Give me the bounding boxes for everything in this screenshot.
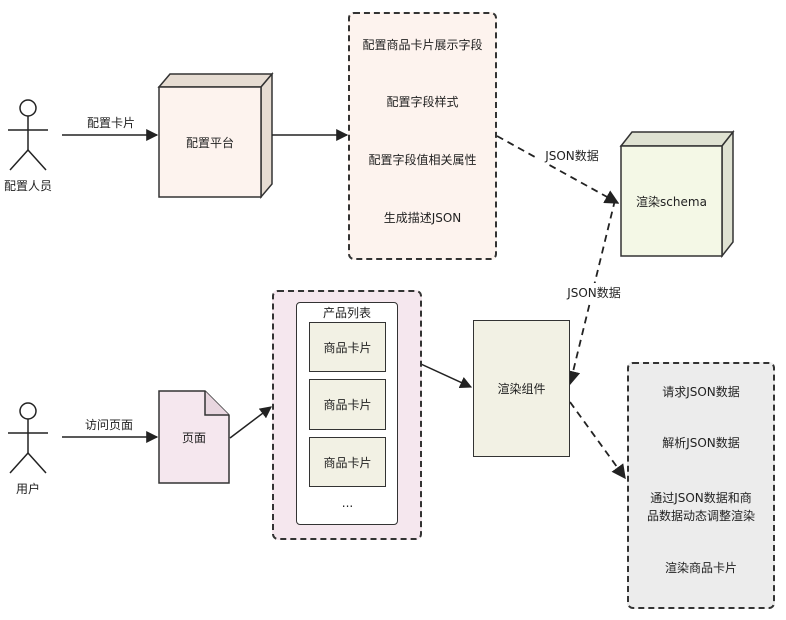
render-step-3-line-1: 通过JSON数据和商 [650, 490, 752, 505]
page-document-shape [158, 390, 230, 484]
dashed-arrow-component-to-render-steps [569, 401, 626, 480]
product-card-3: 商品卡片 [309, 437, 386, 487]
config-steps-container [348, 12, 497, 260]
config-platform-box [157, 71, 274, 200]
config-step-1: 配置商品卡片展示字段 [362, 37, 483, 52]
user-label: 用户 [15, 481, 40, 496]
config-step-2: 配置字段样式 [386, 94, 459, 109]
edge-label-json-data-middle: JSON数据 [558, 283, 630, 301]
render-step-2: 解析JSON数据 [662, 435, 740, 450]
edge-label-json-data-top: JSON数据 [536, 146, 608, 164]
render-schema-box [619, 129, 735, 259]
page-label: 页面 [181, 430, 206, 445]
dashed-arrow-schema-to-component [566, 199, 616, 386]
config-step-3: 配置字段值相关属性 [368, 152, 477, 167]
render-component-box: 渲染组件 [473, 320, 570, 457]
config-platform-label: 配置平台 [185, 135, 234, 150]
config-step-4: 生成描述JSON [383, 210, 462, 225]
config-person-label: 配置人员 [3, 178, 52, 193]
render-step-3-line-2: 品数据动态调整渲染 [646, 508, 755, 523]
config-person-actor [8, 99, 48, 171]
edge-label-visit-page: 访问页面 [84, 417, 133, 432]
render-steps-container [627, 362, 775, 609]
product-card-1: 商品卡片 [309, 322, 386, 372]
edge-label-config-card: 配置卡片 [86, 115, 135, 130]
render-step-4: 渲染商品卡片 [664, 560, 737, 575]
product-list-ellipsis: ... [341, 496, 354, 510]
product-card-2: 商品卡片 [309, 379, 386, 430]
arrow-page-to-list [229, 406, 272, 439]
render-step-1: 请求JSON数据 [662, 384, 740, 399]
render-schema-label: 渲染schema [636, 194, 707, 209]
product-list-title: 产品列表 [322, 305, 371, 320]
user-actor [8, 402, 48, 474]
